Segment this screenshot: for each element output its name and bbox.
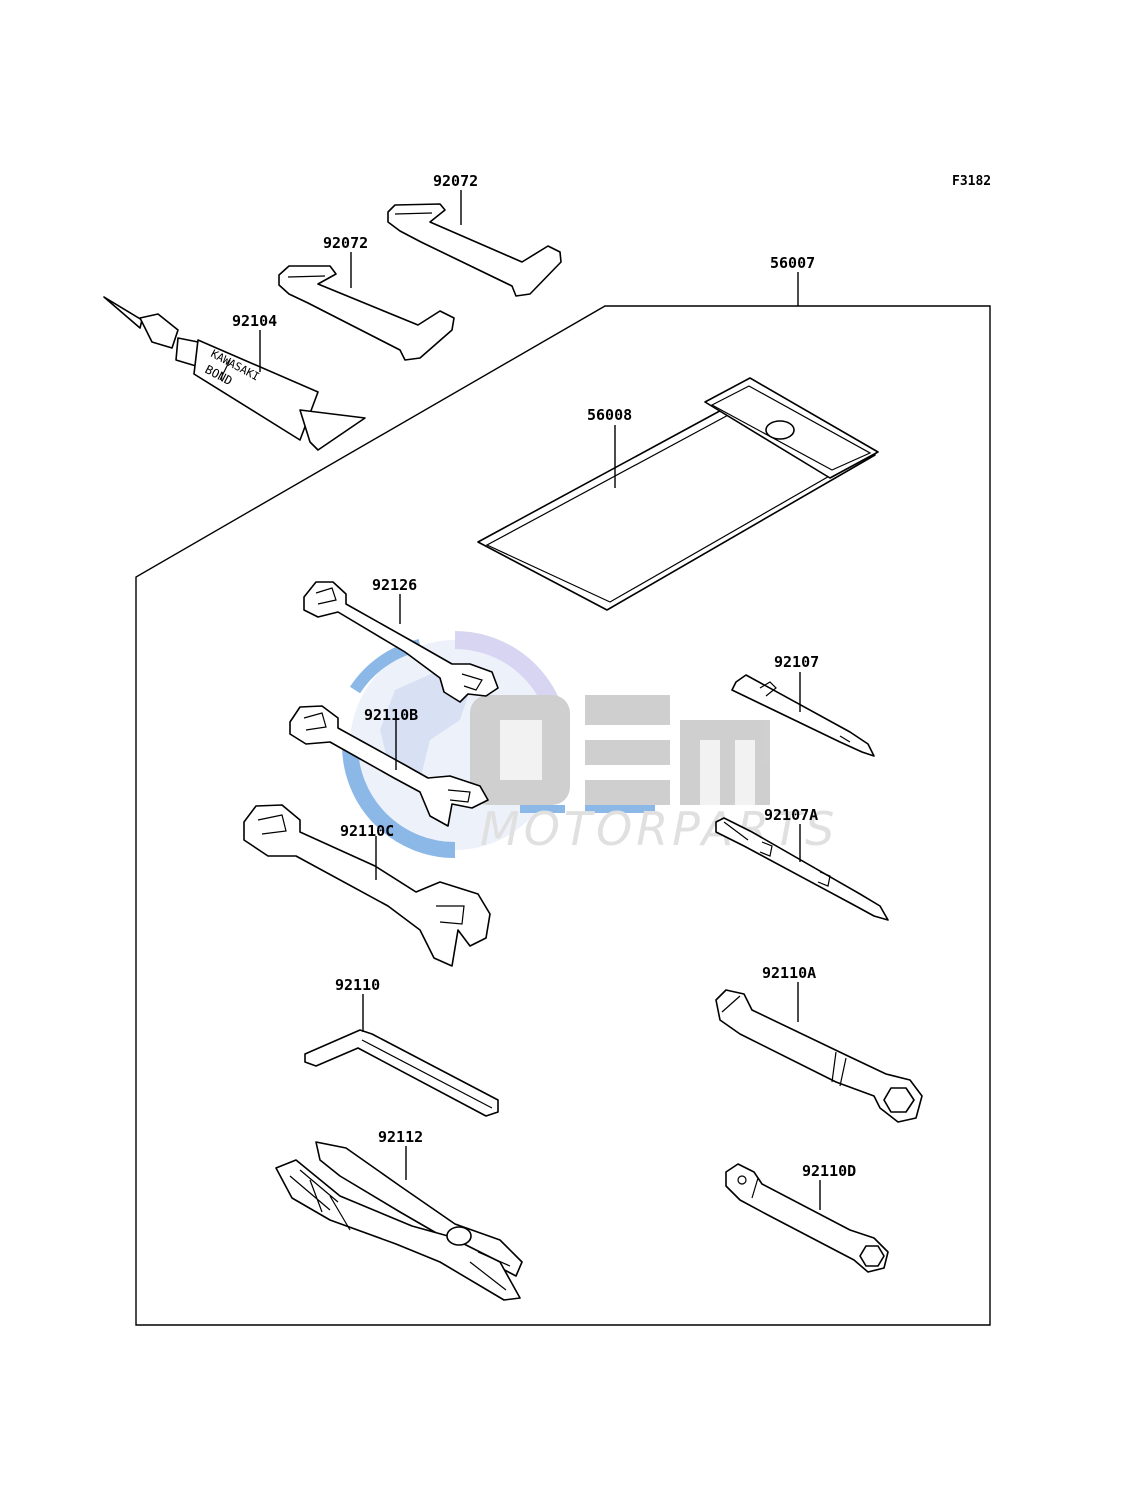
part-label-92110B: 92110B [364,706,418,724]
part-label-56007: 56007 [770,254,815,272]
strap-lower [278,265,455,361]
figure-code: F3182 [952,174,991,189]
box-wrench-92110D [725,1163,889,1273]
part-label-92110C: 92110C [340,822,394,840]
part-label-92126: 92126 [372,576,417,594]
pliers [275,1141,523,1301]
part-label-92072-lower: 92072 [323,234,368,252]
bond-tube: KAWASAKI BOND [103,296,366,451]
part-label-92107A: 92107A [764,806,818,824]
wrench-92126 [303,581,499,703]
watermark: MOTORPARTS [342,631,834,858]
part-label-92072-upper: 92072 [433,172,478,190]
part-label-92112: 92112 [378,1128,423,1146]
tool-pouch [477,377,879,611]
part-label-56008: 56008 [587,406,632,424]
wrench-92110C [243,804,491,967]
hex-key [304,1029,499,1117]
wrench-92110B [289,705,489,827]
part-label-92110A: 92110A [762,964,816,982]
part-label-92110: 92110 [335,976,380,994]
part-label-92110D: 92110D [802,1162,856,1180]
screwdriver-bit-92107A [715,817,889,921]
part-label-92104: 92104 [232,312,277,330]
part-label-92107: 92107 [774,653,819,671]
screwdriver-bit-92107 [731,674,875,757]
box-wrench-92110A [715,989,923,1123]
kit-outline [135,272,991,1326]
strap-upper [387,203,562,297]
